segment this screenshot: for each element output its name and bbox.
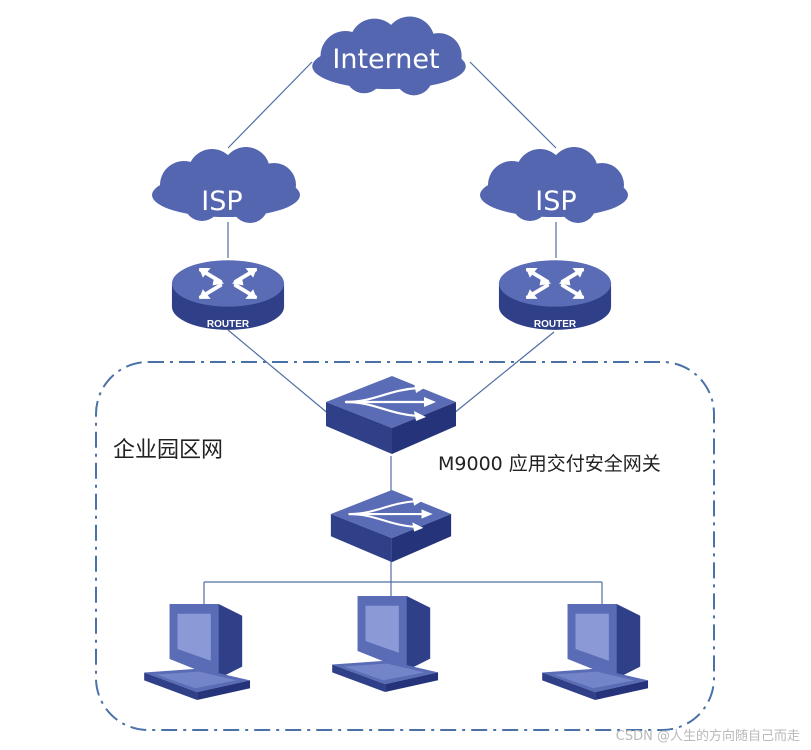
router-right: ROUTER xyxy=(497,258,613,332)
internet-label: Internet xyxy=(332,44,439,75)
computer-icon xyxy=(542,603,649,700)
router-left-label: ROUTER xyxy=(207,319,250,330)
access-switch xyxy=(330,490,452,564)
router-left: ROUTER xyxy=(170,258,286,332)
watermark-text: CSDN @人生的方向随自己而走 xyxy=(616,728,800,744)
cloud-isp-left: ISP xyxy=(152,147,300,223)
link-router-left-gateway xyxy=(227,329,337,421)
cloud-isp-right: ISP xyxy=(480,147,628,223)
link-internet-isp-left xyxy=(227,61,313,149)
link-router-right-gateway xyxy=(447,331,555,419)
isp-right-label: ISP xyxy=(535,186,576,217)
switch-icon xyxy=(326,376,456,456)
computer-icon xyxy=(332,595,439,692)
link-internet-isp-right xyxy=(469,61,557,149)
campus-boundary xyxy=(95,361,715,731)
switch-icon xyxy=(330,490,452,564)
campus-label: 企业园区网 xyxy=(113,438,223,463)
router-right-label: ROUTER xyxy=(534,319,577,330)
computer-icon xyxy=(144,603,251,700)
gateway-label: M9000 应用交付安全网关 xyxy=(438,453,661,475)
cloud-internet: Internet xyxy=(312,16,466,96)
gateway-device xyxy=(326,376,456,456)
isp-left-label: ISP xyxy=(201,186,242,217)
